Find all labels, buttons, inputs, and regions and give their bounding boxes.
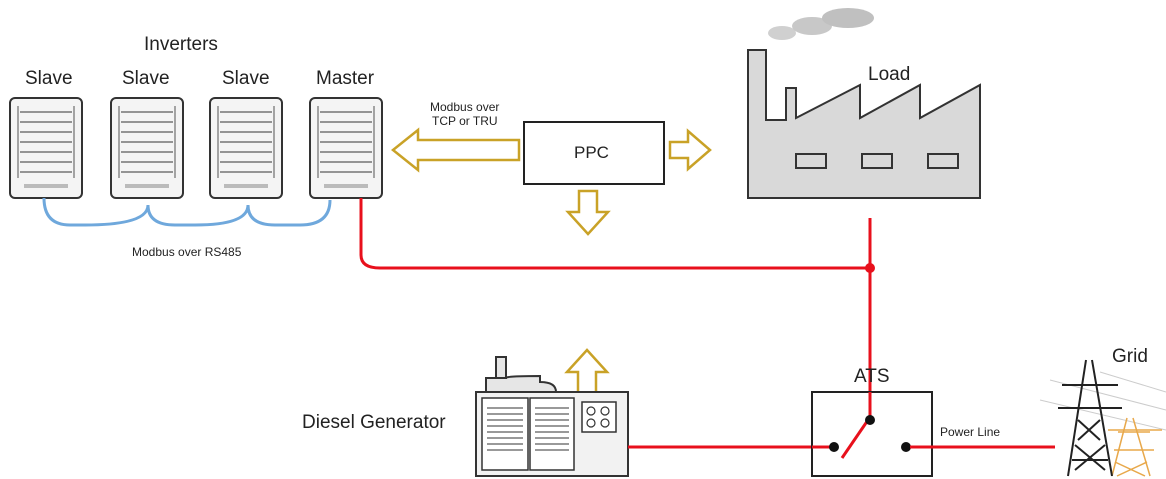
diesel-generator-icon xyxy=(475,356,629,477)
modbus-tcp-label-line2: TCP or TRU xyxy=(432,114,498,128)
modbus-tcp-label-line1: Modbus over xyxy=(430,100,500,114)
inverter-master-label: Master xyxy=(316,68,375,89)
inverter-master-icon xyxy=(309,97,383,199)
modbus-rs485-line xyxy=(42,197,332,227)
inverter-slave-2-label: Slave xyxy=(122,68,170,89)
transfer-switch-icon xyxy=(811,391,933,477)
power-line-label: Power Line xyxy=(940,425,1001,439)
grid-label: Grid xyxy=(1112,346,1148,367)
arrow-to-load-icon xyxy=(668,128,712,172)
ats-label: ATS xyxy=(854,366,890,387)
ppc-box xyxy=(523,121,665,185)
modbus-rs485-label: Modbus over RS485 xyxy=(132,245,242,259)
ppc-label: PPC xyxy=(574,143,609,162)
arrow-to-inverters-icon xyxy=(390,127,521,173)
load-label: Load xyxy=(868,64,911,85)
inverter-slave-1-icon xyxy=(9,97,83,199)
inverter-power-line xyxy=(359,198,870,270)
inverter-slave-1-label: Slave xyxy=(25,68,73,89)
arrow-up-from-generator-icon xyxy=(564,348,610,395)
inverter-slave-2-icon xyxy=(110,97,184,199)
inverter-slave-3-icon xyxy=(209,97,283,199)
factory-icon xyxy=(747,8,981,199)
arrow-down-icon xyxy=(565,189,611,236)
power-junction-dot xyxy=(865,263,875,273)
transmission-tower-icon xyxy=(1039,359,1166,477)
inverter-slave-3-label: Slave xyxy=(222,68,270,89)
inverters-title: Inverters xyxy=(144,34,218,55)
diesel-generator-label: Diesel Generator xyxy=(302,412,446,433)
